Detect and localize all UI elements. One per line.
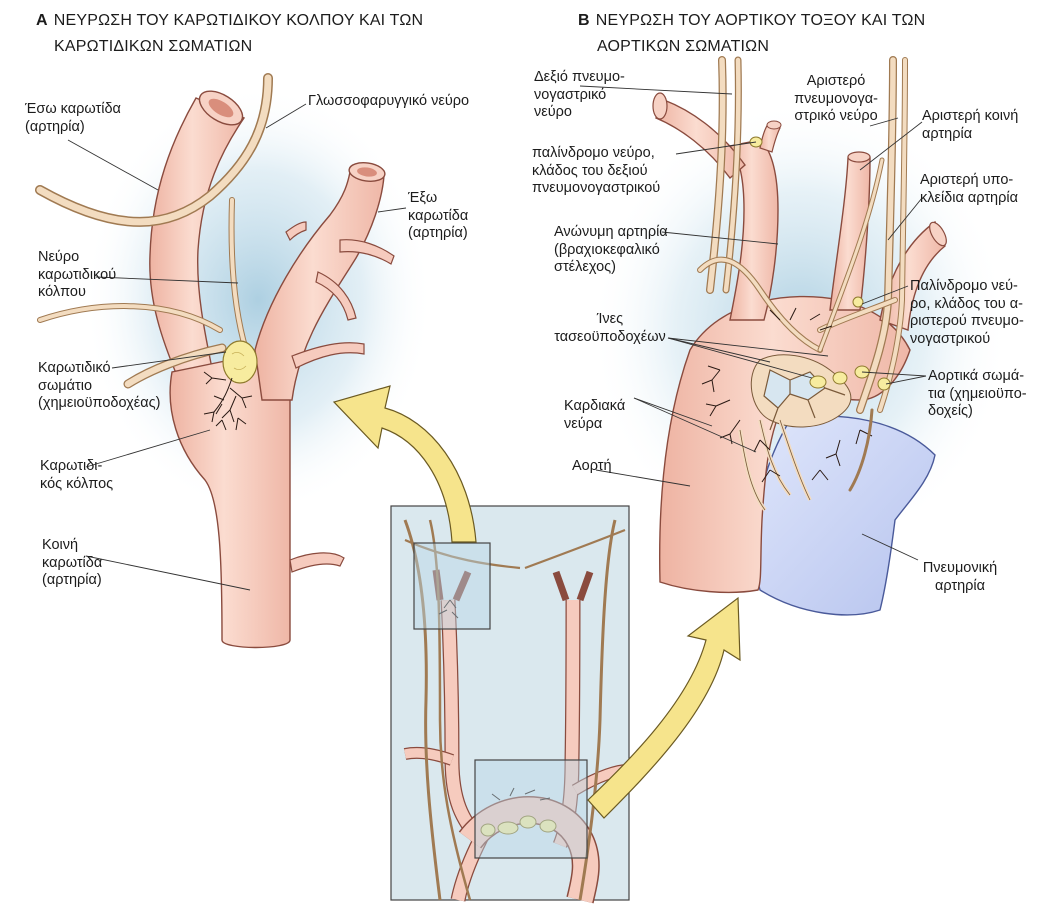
aortic-nerve-endings — [701, 307, 873, 483]
panel-b-title-line1: ΝΕΥΡΩΣΗ ΤΟΥ ΑΟΡΤΙΚΟΥ ΤΟΞΟΥ ΚΑΙ ΤΩΝ — [595, 12, 926, 29]
glossopharyngeal-nerve — [35, 73, 273, 227]
arrow-to-panel-b — [587, 596, 741, 819]
label-cardiac-nerves: Καρδιακά νεύρα — [564, 398, 626, 432]
label-carotid-sinus-nerve: Νεύρο καρωτιδικού κόλπου — [38, 249, 117, 300]
arrow-to-panel-a — [332, 385, 477, 543]
panel-b-artwork — [590, 56, 1010, 616]
external-carotid-artery — [254, 162, 395, 573]
label-left-common-carotid: Αριστερή κοινή αρτηρία — [922, 108, 1019, 142]
left-recurrent-nerve — [817, 157, 898, 353]
leader-lines — [67, 85, 927, 591]
label-left-vagus-nerve: Αριστερό πνευμονογα- στρικό νεύρο — [794, 73, 878, 124]
cardiac-plexus — [738, 354, 852, 512]
panel-a-title-line1: ΝΕΥΡΩΣΗ ΤΟΥ ΚΑΡΩΤΙΔΙΚΟΥ ΚΟΛΠΟΥ ΚΑΙ ΤΩΝ — [53, 12, 424, 29]
inset-overview — [390, 505, 630, 904]
panel-b-letter: B — [578, 12, 590, 29]
label-common-carotid: Κοινή καρωτίδα (αρτηρία) — [42, 537, 103, 588]
label-right-vagus-nerve: Δεξιό πνευμο- νογαστρικό νεύρο — [534, 69, 625, 120]
left-vagus-nerve — [856, 56, 908, 414]
label-pulmonary-artery: Πνευμονική αρτηρία — [922, 560, 998, 594]
right-vagus-nerve — [697, 56, 823, 353]
panel-b-title: B ΝΕΥΡΩΣΗ ΤΟΥ ΑΟΡΤΙΚΟΥ ΤΟΞΟΥ ΚΑΙ ΤΩΝ — [578, 10, 925, 31]
label-aortic-bodies: Αορτικά σωμά- τια (χημειοϋπο- δοχείς) — [928, 368, 1027, 419]
carotid-body — [222, 340, 258, 384]
label-baroreceptor-fibers: Ίνες τασεοϋποδοχέων — [554, 311, 666, 345]
label-external-carotid: Έξω καρωτίδα (αρτηρία) — [408, 190, 469, 241]
carotid-sinus-nerve-endings — [203, 371, 253, 431]
panel-b-title-line2: ΑΟΡΤΙΚΩΝ ΣΩΜΑΤΙΩΝ — [597, 38, 770, 55]
left-subclavian-artery — [879, 220, 947, 331]
label-brachiocephalic-trunk: Ανώνυμη αρτηρία (βραχιοκεφαλικό στέλεχος… — [554, 224, 668, 275]
label-aorta: Αορτή — [572, 458, 612, 474]
label-carotid-sinus: Καρωτιδι- κός κόλπος — [40, 458, 114, 492]
inset-aortic-highlight — [474, 759, 588, 859]
label-glossopharyngeal-nerve: Γλωσσοφαρυγγικό νεύρο — [308, 93, 470, 109]
panel-a-letter: A — [36, 12, 48, 29]
inset-carotid-highlight — [413, 542, 491, 630]
panel-a-artwork — [35, 73, 433, 649]
panel-a-title: A ΝΕΥΡΩΣΗ ΤΟΥ ΚΑΡΩΤΙΔΙΚΟΥ ΚΟΛΠΟΥ ΚΑΙ ΤΩΝ — [36, 10, 423, 31]
label-left-subclavian-artery: Αριστερή υπο- κλείδια αρτηρία — [920, 172, 1018, 206]
label-left-recurrent-nerve: Παλίνδρομο νεύ- ρο, κλάδος του α- ριστερ… — [910, 278, 1024, 347]
left-common-carotid-artery — [829, 151, 871, 311]
label-internal-carotid: Έσω καρωτίδα (αρτηρία) — [25, 101, 121, 135]
label-carotid-body: Καρωτιδικό σωμάτιο (χημειοϋποδοχέας) — [38, 360, 161, 411]
panel-a-title-line2: ΚΑΡΩΤΙΔΙΚΩΝ ΣΩΜΑΤΙΩΝ — [54, 38, 253, 55]
label-right-recurrent-nerve: παλίνδρομο νεύρο, κλάδος του δεξιού πνευ… — [532, 145, 661, 196]
